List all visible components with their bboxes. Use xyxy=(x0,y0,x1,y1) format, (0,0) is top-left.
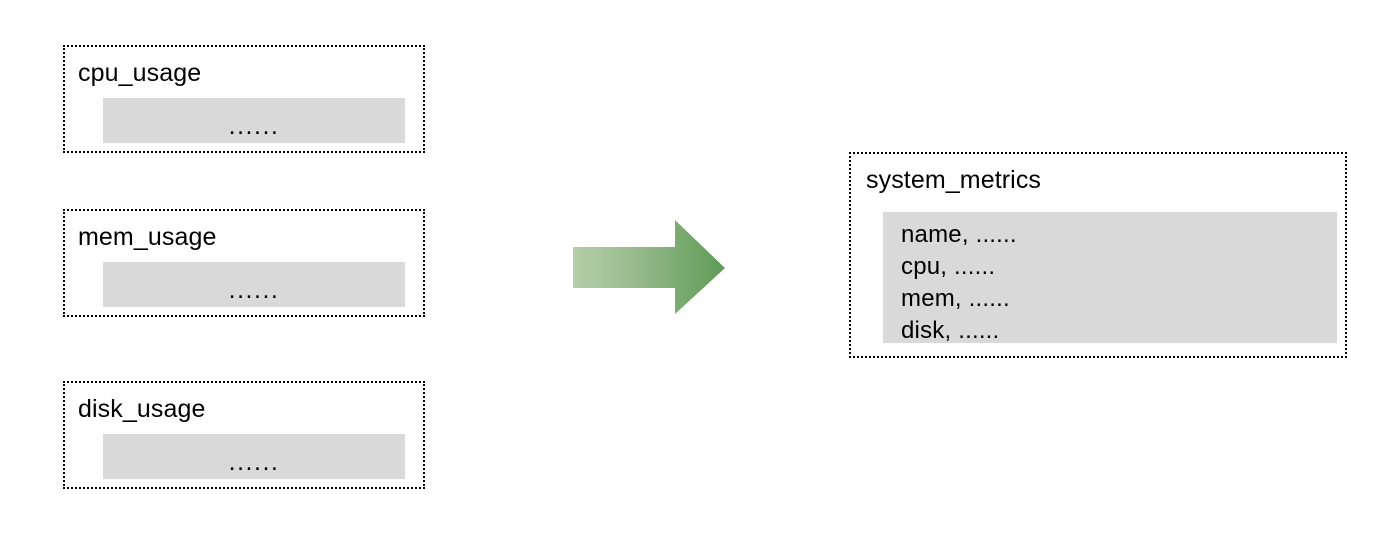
entity-body-system-metrics: name, ...... cpu, ...... mem, ...... dis… xyxy=(883,212,1337,344)
field-row: name, ...... xyxy=(901,221,1017,248)
flow-arrow xyxy=(570,218,728,316)
entity-body-ellipsis-disk-usage: ...... xyxy=(228,448,280,476)
entity-body-ellipsis-cpu-usage: ...... xyxy=(228,112,280,140)
field-row: disk, ...... xyxy=(901,317,1000,344)
entity-title-disk-usage: disk_usage xyxy=(78,395,206,423)
entity-title-mem-usage: mem_usage xyxy=(78,223,217,251)
entity-body-mem-usage: ...... xyxy=(103,262,405,307)
field-row: cpu, ...... xyxy=(901,253,996,280)
right-arrow-icon xyxy=(573,220,725,314)
entity-title-cpu-usage: cpu_usage xyxy=(78,59,202,87)
entity-title-system-metrics: system_metrics xyxy=(866,166,1042,194)
entity-body-disk-usage: ...... xyxy=(103,434,405,479)
entity-body-cpu-usage: ...... xyxy=(103,98,405,143)
entity-body-ellipsis-mem-usage: ...... xyxy=(228,276,280,304)
field-row: mem, ...... xyxy=(901,285,1010,312)
